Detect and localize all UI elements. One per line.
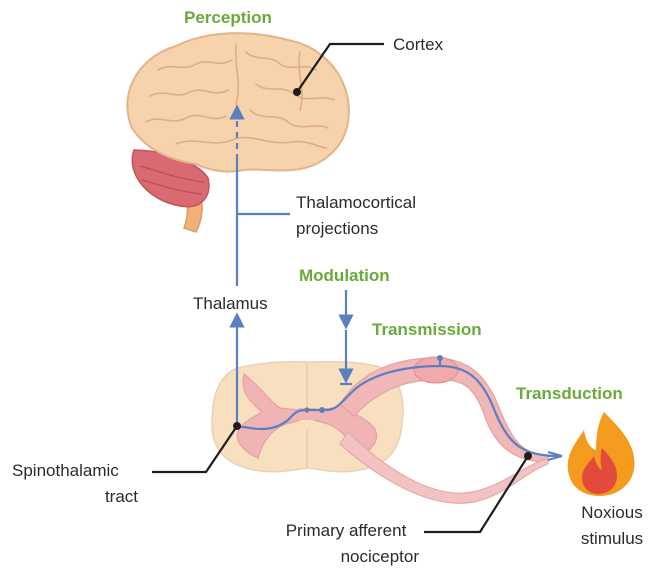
label-noxious-line1: Noxious [572,502,652,524]
label-thalamocortical-line1: Thalamocortical [296,192,416,214]
stage-label-modulation: Modulation [299,266,390,286]
stage-label-perception: Perception [184,8,272,28]
cerebrum [127,33,349,171]
label-afferent-line2: nociceptor [273,546,419,568]
label-noxious-line2: stimulus [572,528,652,550]
label-thalamocortical-projections: Thalamocortical projections [296,192,416,240]
label-spinothalamic-line2: tract [12,486,142,508]
stage-label-transduction: Transduction [516,384,623,404]
label-afferent-line1: Primary afferent [273,520,419,542]
label-thalamocortical-line2: projections [296,218,416,240]
label-noxious-stimulus: Noxious stimulus [572,502,652,550]
flame-icon [568,412,635,496]
label-thalamus: Thalamus [193,293,268,315]
label-primary-afferent-nociceptor: Primary afferent nociceptor [273,520,419,568]
stage-label-transmission: Transmission [372,320,482,340]
label-spinothalamic-tract: Spinothalamic tract [12,460,142,508]
label-spinothalamic-line1: Spinothalamic [12,460,142,482]
label-cortex: Cortex [393,34,443,56]
